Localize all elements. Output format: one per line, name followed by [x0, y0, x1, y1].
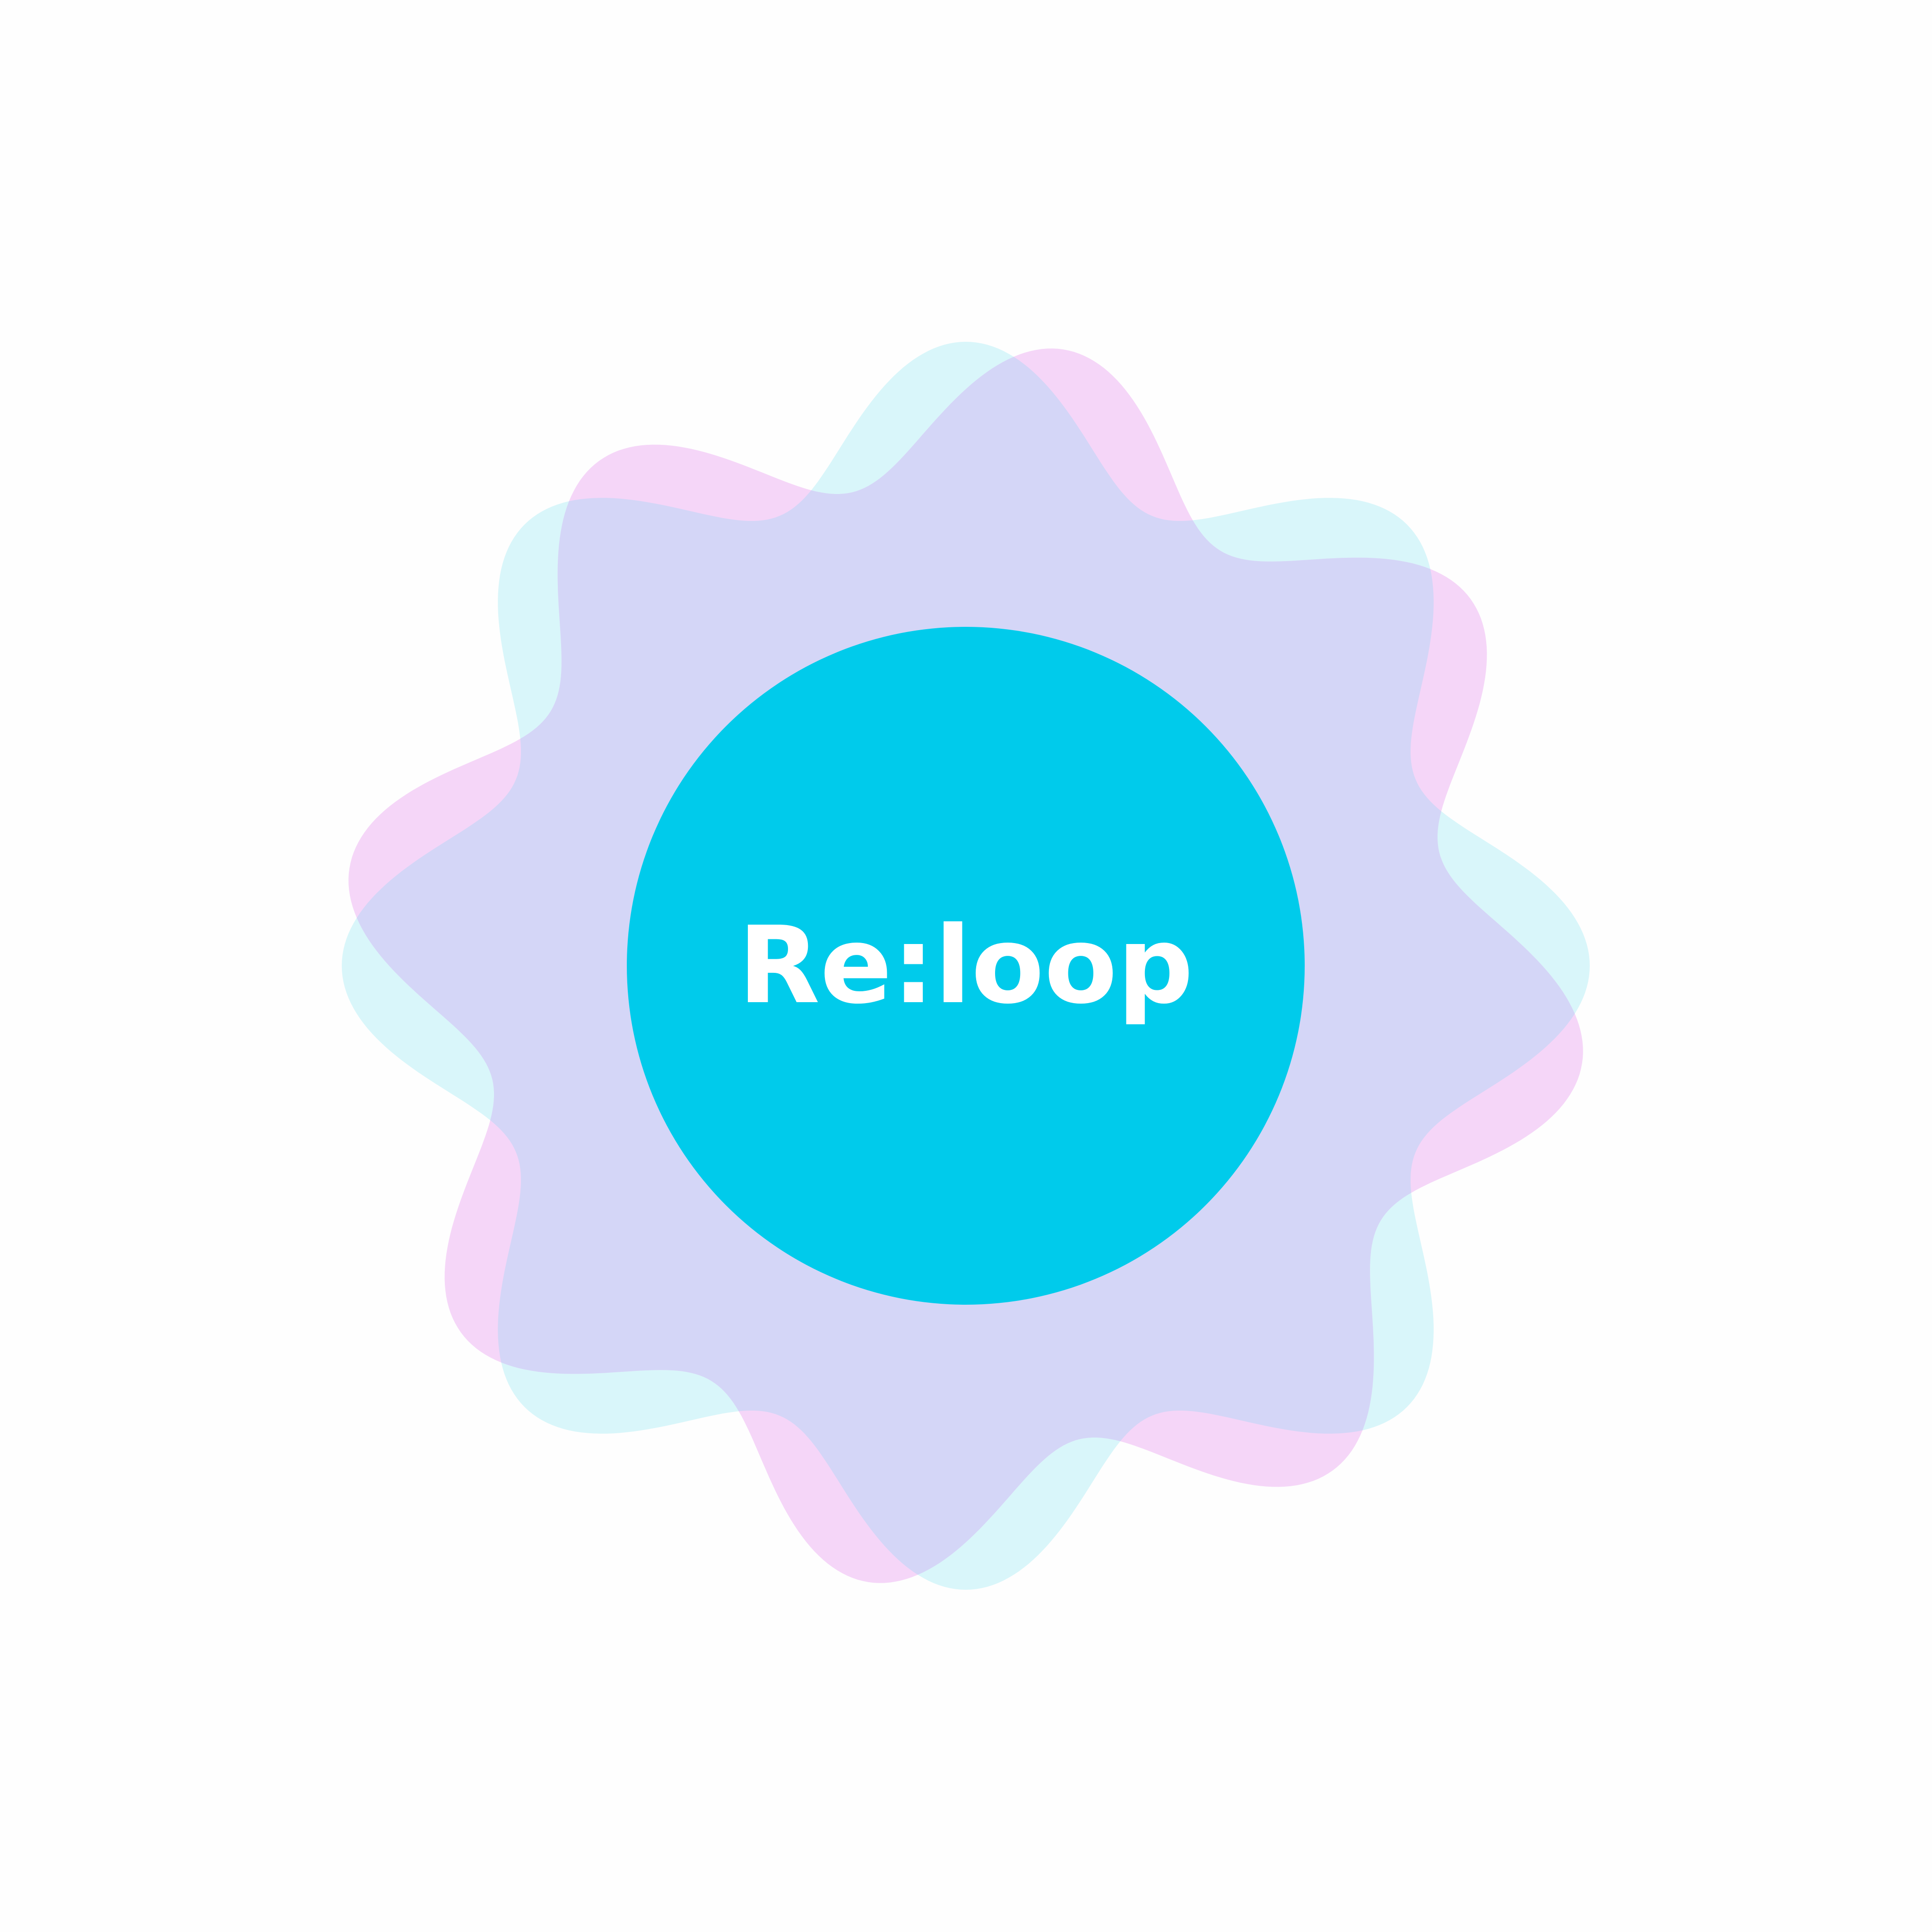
logo-wordmark: Re:loop	[738, 904, 1193, 1028]
center-circle	[627, 627, 1305, 1305]
